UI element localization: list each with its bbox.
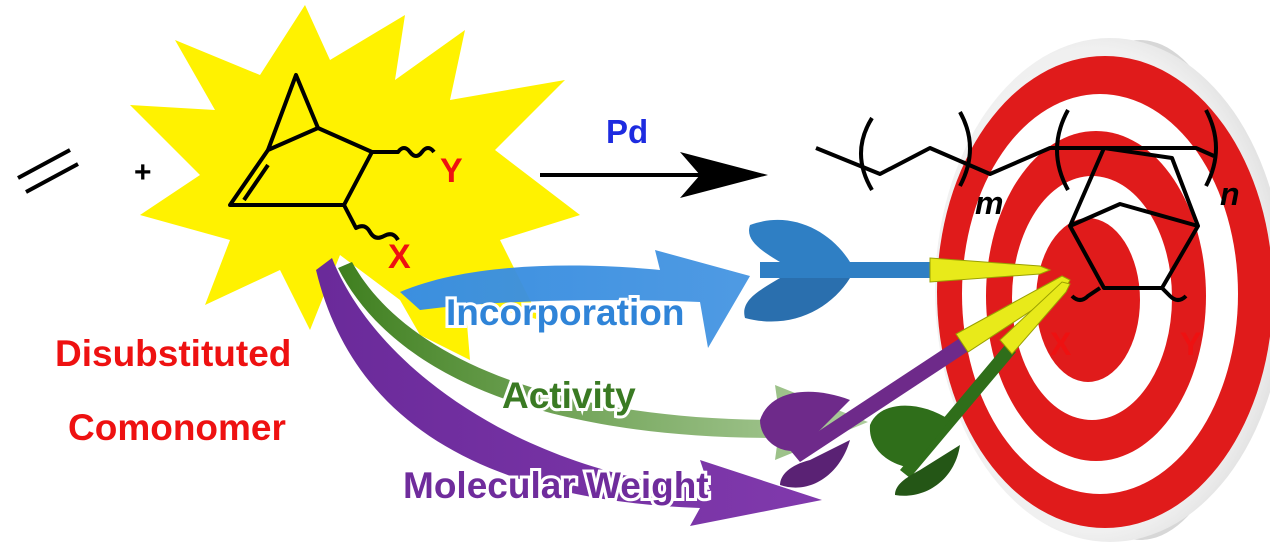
comonomer-label-line2: Comonomer xyxy=(68,407,286,448)
molecular-weight-arrow xyxy=(316,258,822,526)
incorporation-arrow xyxy=(400,250,750,348)
norbornene-structure xyxy=(228,73,436,242)
subscript-n: n xyxy=(1220,176,1240,212)
activity-label: Activity xyxy=(502,375,636,416)
comonomer-label-line1: Disubstituted xyxy=(55,333,291,374)
molecular-weight-label: Molecular Weight xyxy=(403,465,709,506)
substituent-x: X xyxy=(388,238,411,276)
target-icon xyxy=(935,38,1270,542)
catalyst-label: Pd xyxy=(606,113,648,150)
subscript-m: m xyxy=(975,185,1003,221)
dart-icon xyxy=(760,275,1071,488)
plus-sign: + xyxy=(134,156,152,189)
polymer-substituent-x: X xyxy=(1050,326,1072,362)
dart-icon xyxy=(744,219,1052,322)
ethylene-double-bond xyxy=(17,148,79,194)
incorporation-label: Incorporation xyxy=(446,292,684,333)
reaction-arrow xyxy=(540,152,768,198)
dart-icon xyxy=(869,281,1071,496)
substituent-y: Y xyxy=(440,152,463,190)
polymer-substituent-y: Y xyxy=(1180,326,1201,362)
polymer-structure xyxy=(815,109,1218,302)
